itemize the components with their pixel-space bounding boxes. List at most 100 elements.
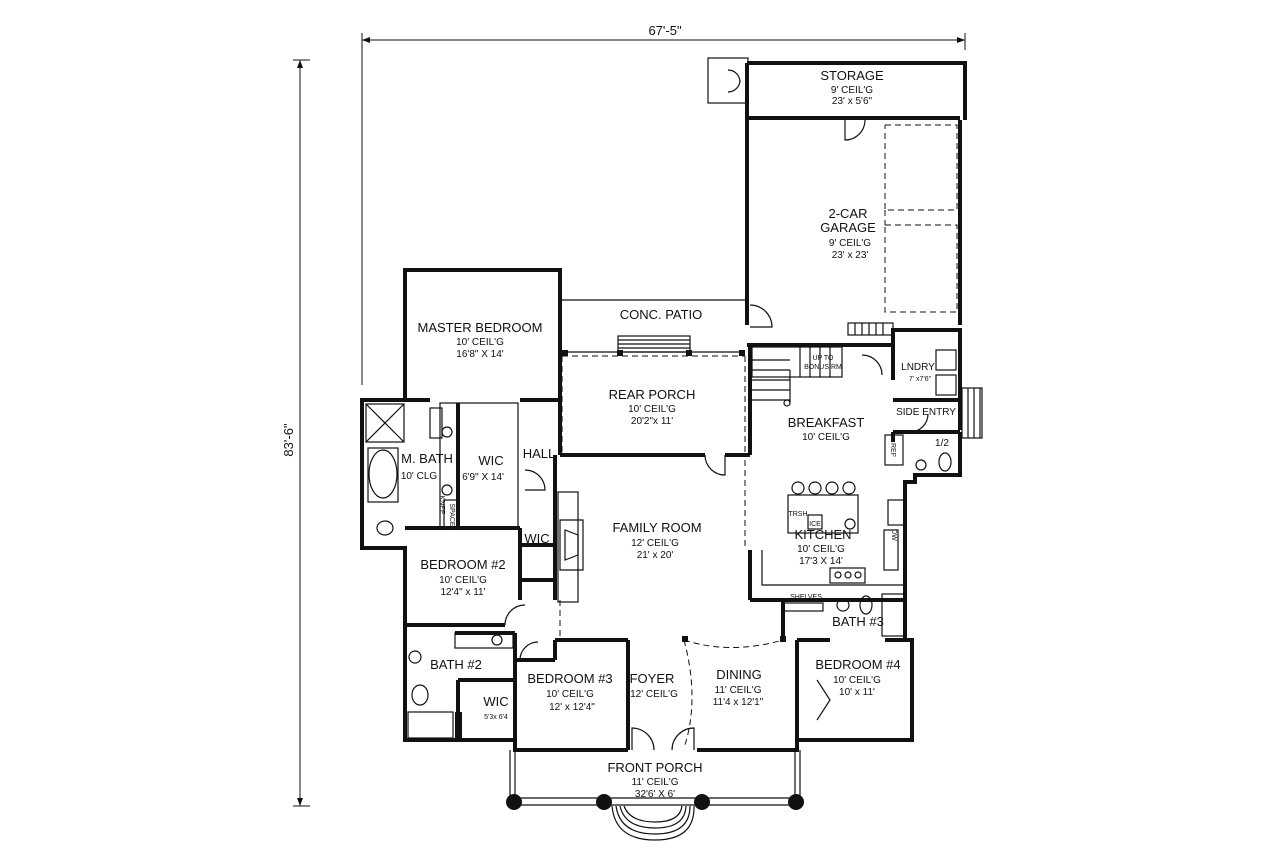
bedroom2-size: 12'4" x 11': [441, 587, 486, 598]
garage-doors: [884, 124, 958, 313]
dining-ceiling: 11' CEIL'G: [715, 685, 762, 696]
dining-name: DINING: [716, 667, 762, 682]
master-bedroom-ceiling: 10' CEIL'G: [456, 337, 504, 348]
master-bedroom-name: MASTER BEDROOM: [418, 320, 543, 335]
bedroom3-name: BEDROOM #3: [527, 671, 612, 686]
side-entry-name: SIDE ENTRY: [896, 407, 956, 418]
patio-name: CONC. PATIO: [620, 307, 703, 322]
room-storage: STORAGE 9' CEIL'G 23' x 5'6": [820, 68, 884, 107]
bedroom2-door: [504, 604, 526, 626]
storage-ceiling: 9' CEIL'G: [831, 85, 873, 96]
storage-size: 23' x 5'6": [832, 96, 873, 107]
knee-label-1: KNEE: [438, 495, 445, 514]
room-bedroom3-wic: WIC 5'3x 6'4: [483, 694, 508, 721]
storage-doors: [707, 57, 749, 104]
rear-porch-name: REAR PORCH: [609, 387, 696, 402]
fireplace: [557, 491, 584, 603]
room-bedroom3: BEDROOM #3 10' CEIL'G 12' x 12'4": [527, 671, 612, 713]
stairs-note-2: BONUS RM: [804, 364, 842, 371]
foyer-details: [631, 636, 786, 751]
knee-label-2: SPACE: [448, 503, 455, 527]
master-wic-size: 6'9" X 14': [462, 472, 504, 483]
garage-size: 23' x 23': [832, 250, 869, 261]
rear-porch-ceiling: 10' CEIL'G: [628, 404, 676, 415]
bath3-fixtures: [782, 593, 905, 637]
depth-dimension: 83'-6": [281, 50, 363, 807]
room-bedroom2: BEDROOM #2 10' CEIL'G 12'4" x 11': [420, 557, 505, 598]
room-front-porch: FRONT PORCH 11' CEIL'G 32'6' X 6': [607, 760, 702, 800]
patio-area: [561, 299, 746, 455]
garage-name-2: GARAGE: [820, 220, 876, 235]
garage-ceiling: 9' CEIL'G: [829, 238, 871, 249]
front-porch: [506, 750, 804, 841]
trsh-label: TRSH: [788, 511, 807, 518]
kitchen-size: 17'3 X 14': [799, 556, 843, 567]
kitchen-ceiling: 10' CEIL'G: [797, 544, 845, 555]
room-laundry: LNDRY 7' x7'6": [901, 362, 935, 383]
bath3-name: BATH #3: [832, 614, 884, 629]
laundry-name: LNDRY: [901, 362, 935, 373]
breakfast-ceiling: 10' CEIL'G: [802, 432, 850, 443]
kitchen-fixtures: REF TRSH ICE DW: [787, 443, 905, 584]
room-kitchen: KITCHEN 10' CEIL'G 17'3 X 14': [794, 527, 851, 567]
front-porch-name: FRONT PORCH: [607, 760, 702, 775]
hall-wic-name: WIC: [524, 531, 549, 546]
room-bedroom4: BEDROOM #4 10' CEIL'G 10' x 11': [815, 657, 900, 698]
bedroom4-ceiling: 10' CEIL'G: [833, 675, 881, 686]
room-garage: 2-CAR GARAGE 9' CEIL'G 23' x 23': [820, 206, 876, 261]
family-room-name: FAMILY ROOM: [612, 520, 701, 535]
rear-porch-size: 20'2"x 11': [631, 416, 673, 427]
depth-label: 83'-6": [281, 423, 296, 457]
room-m-bath: M. BATH 10' CLG: [401, 451, 453, 482]
shelves-label: SHELVES: [790, 594, 822, 601]
m-bath-name: M. BATH: [401, 451, 453, 466]
garage-door-swing: [844, 119, 866, 141]
bedroom4-size: 10' x 11': [839, 687, 875, 698]
front-porch-ceiling: 11' CEIL'G: [632, 777, 679, 788]
family-room-size: 21' x 20': [637, 550, 674, 561]
garage-name-1: 2-CAR: [828, 206, 867, 221]
ref-label: REF: [889, 443, 896, 457]
half-bath-name: 1/2: [935, 438, 949, 449]
width-dimension: 67'-5": [361, 23, 966, 50]
dw-label: DW: [890, 529, 897, 541]
family-room-ceiling: 12' CEIL'G: [631, 538, 679, 549]
bedroom3-wic-size: 5'3x 6'4: [484, 714, 508, 721]
bedroom2-ceiling: 10' CEIL'G: [439, 575, 487, 586]
foyer-name: FOYER: [630, 671, 675, 686]
front-porch-size: 32'6' X 6': [635, 789, 675, 800]
room-breakfast: BREAKFAST 10' CEIL'G: [788, 415, 865, 443]
width-label: 67'-5": [648, 23, 682, 38]
foyer-ceiling: 12' CEIL'G: [630, 689, 678, 700]
room-master-wic: WIC 6'9" X 14': [462, 453, 504, 483]
breakfast-name: BREAKFAST: [788, 415, 865, 430]
bedroom3-wic-name: WIC: [483, 694, 508, 709]
room-rear-porch: REAR PORCH 10' CEIL'G 20'2"x 11': [609, 387, 696, 427]
bedroom4-name: BEDROOM #4: [815, 657, 900, 672]
bath2-name: BATH #2: [430, 657, 482, 672]
dining-size: 11'4 x 12'1": [713, 697, 764, 708]
stairs: UP TO BONUS RM: [751, 322, 894, 407]
room-dining: DINING 11' CEIL'G 11'4 x 12'1": [713, 667, 764, 708]
room-master-bedroom: MASTER BEDROOM 10' CEIL'G 16'8" X 14': [418, 320, 543, 360]
stairs-note-1: UP TO: [812, 355, 834, 362]
bedroom2-name: BEDROOM #2: [420, 557, 505, 572]
bath2-fixtures: [407, 632, 514, 740]
bedroom3-ceiling: 10' CEIL'G: [546, 689, 594, 700]
room-family: FAMILY ROOM 12' CEIL'G 21' x 20': [612, 520, 701, 561]
master-wic-name: WIC: [478, 453, 503, 468]
family-door: [704, 454, 726, 476]
bedroom4-closet-door: [816, 679, 831, 721]
patio-door-swing: [749, 304, 773, 328]
bedroom3-door: [519, 641, 539, 661]
m-bath-fixtures: KNEE SPACE: [365, 403, 459, 536]
kitchen-name: KITCHEN: [794, 527, 851, 542]
side-stoop: [961, 387, 983, 439]
storage-name: STORAGE: [820, 68, 884, 83]
hall-door: [524, 469, 546, 491]
ice-label: ICE: [809, 521, 821, 528]
laundry-size: 7' x7'6": [909, 376, 932, 383]
room-foyer: FOYER 12' CEIL'G: [630, 671, 678, 700]
m-bath-ceiling: 10' CLG: [401, 471, 438, 482]
